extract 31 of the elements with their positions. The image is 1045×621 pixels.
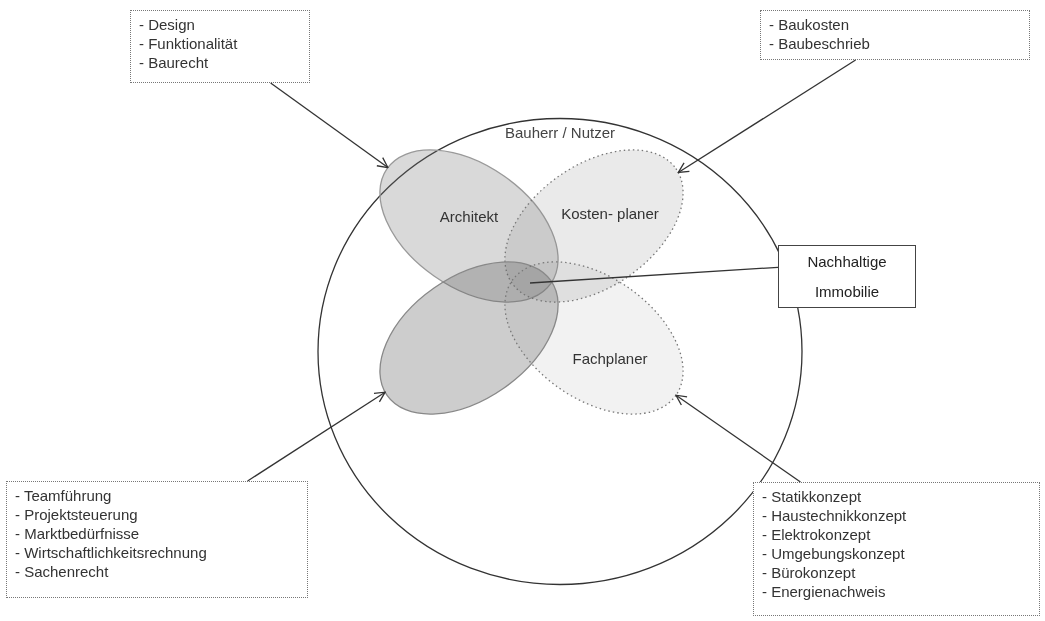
list-item: - Baubeschrieb [769, 34, 871, 53]
list-item: - Haustechnikkonzept [762, 506, 908, 525]
node-label: Kosten- planer [560, 204, 660, 223]
note-box [6, 481, 308, 598]
list-item: - Elektrokonzept [762, 525, 872, 544]
list-item: - Wirtschaftlichkeitsrechnung [15, 543, 208, 562]
node-label: Fachplaner [571, 349, 649, 369]
arrow [270, 82, 389, 169]
arrow [677, 59, 857, 174]
list-item: - Design [139, 15, 196, 34]
list-item: - Umgebungskonzept [762, 544, 906, 563]
note-box [760, 10, 1030, 60]
list-item: - Sachenrecht [15, 562, 110, 581]
node-label: Architekt [438, 207, 500, 227]
list-item: - Baurecht [139, 53, 210, 72]
list-item: - Baukosten [769, 15, 851, 34]
arrow [246, 391, 386, 482]
list-item: Nachhaltige Immobilie [806, 251, 888, 302]
list-item: - Statikkonzept [762, 487, 863, 506]
node-label: Bauherr / Nutzer [503, 123, 616, 143]
list-item: - Teamführung [15, 486, 113, 505]
list-item: - Funktionalität [139, 34, 239, 53]
list-item: - Bürokonzept [762, 563, 857, 582]
arrow [675, 394, 802, 483]
list-item: - Marktbedürfnisse [15, 524, 141, 543]
result-box [778, 245, 916, 308]
list-item: - Projektsteuerung [15, 505, 139, 524]
note-box [753, 482, 1040, 616]
leader-line [529, 266, 779, 284]
note-box [130, 10, 310, 83]
list-item: - Energienachweis [762, 582, 887, 601]
